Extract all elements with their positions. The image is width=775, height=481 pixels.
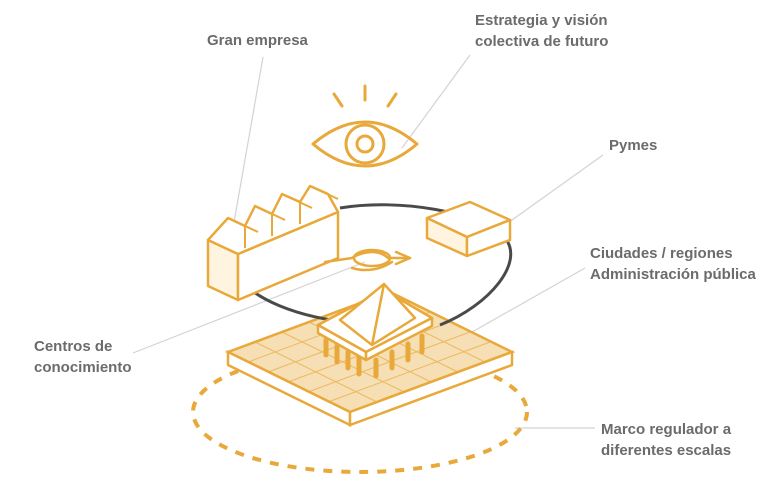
label-ciudades: Ciudades / regiones Administración públi…: [590, 245, 756, 283]
factory-icon: [206, 184, 340, 302]
label-pymes: Pymes: [609, 137, 658, 154]
label-gran-empresa: Gran empresa: [207, 32, 308, 49]
leader-gran-empresa: [232, 56, 264, 229]
leader-centros: [132, 261, 366, 354]
handshake-icon: [323, 248, 412, 272]
label-centros: Centros de conocimiento: [34, 338, 132, 376]
temple-icon: [316, 282, 434, 379]
label-marco: Marco regulador a diferentes escalas: [601, 421, 732, 459]
leader-ciudades: [457, 267, 586, 341]
leader-pymes: [504, 154, 604, 226]
leader-lines: [132, 54, 604, 429]
label-estrategia: Estrategia y visión colectiva de futuro: [475, 12, 609, 50]
leader-estrategia: [401, 54, 471, 149]
eye-icon: [311, 84, 419, 168]
box-icon: [425, 200, 512, 258]
